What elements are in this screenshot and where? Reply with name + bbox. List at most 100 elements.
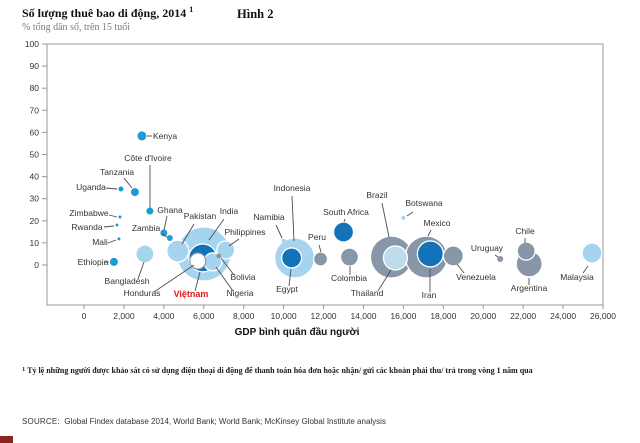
country-label-mali: Mali [92,237,108,247]
bubble-colombia [339,247,360,267]
leader-line-zambia [161,233,168,238]
x-tick-label: 16,000 [390,311,416,321]
x-tick-label: 22,000 [510,311,536,321]
bubble-egypt [280,247,303,269]
bubble-namibia [281,238,286,243]
leader-line-vi-tnam [194,271,201,292]
country-label-malaysia: Malaysia [560,272,594,282]
country-label-namibia: Namibia [253,212,284,222]
country-label-kenya: Kenya [153,131,177,141]
bubble-chile [516,241,536,261]
bubble-south-africa [332,221,355,243]
x-axis-title: GDP bình quân đầu người [235,326,360,338]
chart-subtitle: % tổng dân số, trên 15 tuổi [22,22,131,33]
bubble-bolivia [216,253,222,259]
leader-line-bolivia [220,257,235,276]
footnote-marker-sup: 1 [189,5,194,14]
country-label-tanzania: Tanzania [100,167,134,177]
leader-line-peru [318,244,322,253]
bubble-c-te-d-ivoire [146,207,154,215]
country-label-argentina: Argentina [511,283,548,293]
leader-line-botswana [406,211,414,217]
country-label-uganda: Uganda [76,182,106,192]
country-label-thailand: Thailand [351,288,384,298]
country-label-peru: Peru [308,232,326,242]
country-label-brazil: Brazil [366,190,387,200]
bubble-zimbabwe [118,215,122,219]
x-tick-label: 2,000 [113,311,135,321]
bubble-ethiopia [109,257,118,266]
y-tick-label: 90 [30,61,40,71]
country-label-chile: Chile [515,226,535,236]
bubble-botswana [401,215,406,220]
x-tick-label: 10,000 [271,311,297,321]
source-line: SOURCE: Global Findex database 2014, Wor… [22,417,386,426]
leader-line-philippines [228,238,240,247]
leader-line-malaysia [582,265,589,274]
leader-line-namibia [275,224,283,239]
x-tick-label: 8,000 [233,311,255,321]
country-label-pakistan: Pakistan [184,211,217,221]
bubble-uganda [118,186,124,192]
leader-line-honduras [153,264,195,293]
leader-line-tanzania [123,177,133,189]
y-tick-label: 30 [30,194,40,204]
country-label-philippines: Philippines [224,227,265,237]
y-tick-label: 20 [30,216,40,226]
country-label-south-africa: South Africa [323,207,369,217]
bubble-ghana [160,229,168,237]
y-tick-label: 100 [25,39,39,49]
bubble-tanzania [130,188,139,197]
footnote-marker: 1 [22,366,26,373]
country-label-bangladesh: Bangladesh [105,276,150,286]
bubble-zambia [166,235,173,242]
y-tick-label: 10 [30,238,40,248]
leader-line-bangladesh [137,261,145,280]
leader-line-rwanda [103,225,115,228]
leader-line-zimbabwe [108,214,118,218]
x-tick-label: 14,000 [350,311,376,321]
bubble-kenya [137,131,147,141]
country-label-honduras: Honduras [124,288,161,298]
leader-line-uganda [105,187,118,190]
leader-line-ghana [163,215,168,231]
bubble-venezuela [442,245,464,267]
country-label-rwanda: Rwanda [71,222,102,232]
country-label-zambia: Zambia [132,223,161,233]
x-tick-label: 20,000 [470,311,496,321]
bubble-peru [312,251,329,267]
source-label: SOURCE: [22,417,60,426]
leader-line-brazil [381,202,390,238]
bubble-bangladesh [135,244,155,264]
country-label-botswana: Botswana [405,198,443,208]
country-label-mexico: Mexico [424,218,451,228]
y-tick-label: 70 [30,105,40,115]
chart-title-text: Số lượng thuê bao di động, 2014 [22,6,187,20]
country-label-colombia: Colombia [331,273,367,283]
country-label-indonesia: Indonesia [274,183,311,193]
leader-line-egypt [288,268,292,287]
country-label-iran: Iran [422,290,437,300]
bubble-thailand [382,245,409,271]
x-tick-label: 6,000 [193,311,215,321]
country-label-egypt: Egypt [276,284,298,294]
leader-line-nigeria [215,266,234,292]
y-tick-label: 50 [30,150,40,160]
x-tick-label: 18,000 [430,311,456,321]
y-tick-label: 80 [30,83,40,93]
bubble-iran [416,240,444,268]
bubble-mali [117,237,121,241]
y-tick-label: 60 [30,127,40,137]
country-label-nigeria: Nigeria [227,288,254,298]
slide-corner-marker [0,436,13,443]
x-tick-label: 4,000 [153,311,175,321]
y-tick-label: 0 [34,260,39,270]
leader-line-south-africa [343,218,346,223]
bubble-rwanda [115,223,119,227]
source-text: Global Findex database 2014, World Bank;… [64,417,386,426]
footnote-text: Tỷ lệ những người được khảo sát có sử dụ… [27,366,533,375]
leader-line-indonesia [291,195,295,242]
bubble-uruguay [497,256,504,263]
